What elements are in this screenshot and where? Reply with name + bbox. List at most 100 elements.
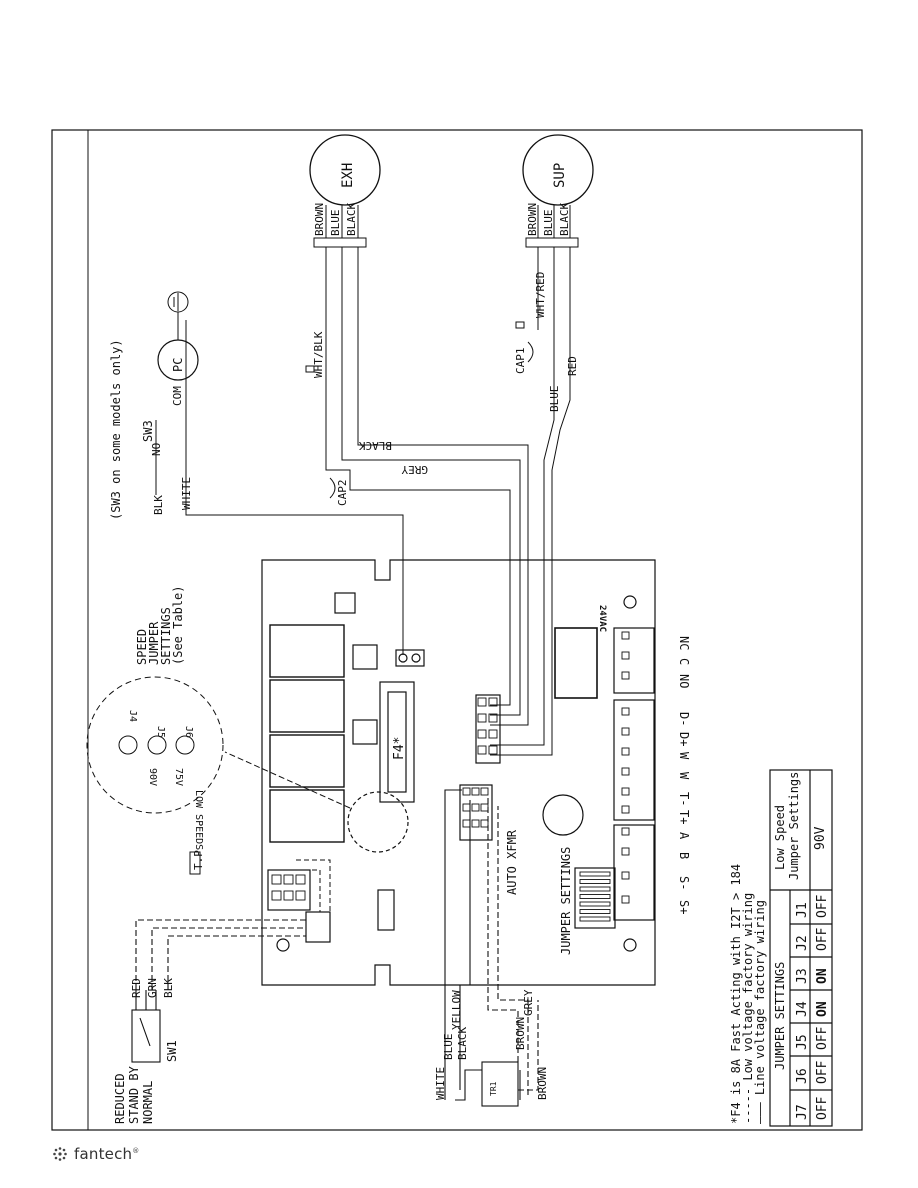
xfmr-wire-black: BLACK bbox=[456, 1027, 469, 1060]
header-pad-1-0 bbox=[477, 713, 487, 723]
jumper-table-header-j7: J7 bbox=[795, 1104, 810, 1120]
jumper-pin-4 bbox=[579, 901, 611, 907]
sw1-wire-grn: GRN bbox=[146, 978, 159, 998]
brand-name-text: fantech bbox=[74, 1145, 133, 1163]
xfmr-wire-yellow: YELLOW bbox=[450, 990, 463, 1030]
tp-marker bbox=[189, 851, 201, 875]
terminal-b-pad-2 bbox=[621, 871, 630, 880]
jumper-table-speed-subtitle: Jumper Settings bbox=[787, 772, 801, 880]
transformer-label: TR1 bbox=[489, 1081, 498, 1096]
xfmr-wire-white: WHITE bbox=[434, 1067, 447, 1100]
exh-wire-3: BLACK bbox=[345, 203, 358, 236]
header-pad-0-0 bbox=[477, 697, 487, 707]
sw1-pos-standby: STAND BY bbox=[127, 1065, 141, 1124]
terminal-b-1: A bbox=[677, 832, 691, 840]
sup-wire-2: BLUE bbox=[542, 210, 555, 237]
jumper-table-value-j2: OFF bbox=[815, 927, 830, 951]
relay-pad-2 bbox=[621, 671, 630, 680]
brand-logo: fantech® bbox=[52, 1145, 139, 1163]
xfmr-pad-0-2 bbox=[480, 787, 489, 796]
sw1-pos-reduced: REDUCED bbox=[113, 1073, 127, 1124]
ac24-label: 24VAC bbox=[597, 605, 607, 632]
sw3-label: SW3 bbox=[141, 420, 155, 442]
sw3-no: NO bbox=[150, 443, 163, 456]
xfmr-wire-blue: BLUE bbox=[442, 1034, 455, 1061]
wire-label-cap2: CAP2 bbox=[336, 480, 349, 507]
jumper-pin-5 bbox=[579, 909, 611, 914]
conn-pad-2-1 bbox=[295, 890, 306, 901]
jumper-table-value-j3: ON bbox=[815, 968, 830, 984]
terminal-a-6: T+ bbox=[677, 810, 691, 824]
jumper-table bbox=[769, 769, 833, 1127]
terminal-a-4: W bbox=[677, 772, 691, 780]
jumper-table-value-j7: OFF bbox=[815, 1096, 830, 1120]
jumper-table-header-j6: J6 bbox=[795, 1068, 810, 1084]
jumper-table-value-j6: OFF bbox=[815, 1060, 830, 1084]
exh-wire-1: BROWN bbox=[313, 203, 326, 236]
relay-pad-0 bbox=[621, 631, 630, 640]
jumper-settings-board-label: JUMPER SETTINGS bbox=[559, 847, 573, 955]
xfmr-pad-0-0 bbox=[462, 787, 471, 796]
wire-label-wht-red: WHT/RED bbox=[534, 272, 547, 318]
speed-voltage-90: 90V bbox=[147, 768, 158, 786]
xfmr-wire-grey: GREY bbox=[522, 989, 535, 1016]
jumper-table-header-j2: J2 bbox=[795, 935, 810, 951]
relay-pad-1 bbox=[621, 651, 630, 660]
wire-label-grey: GREY bbox=[401, 463, 428, 476]
fuse-note: *F4 is 8A Fast Acting with I2T > 184 bbox=[729, 864, 743, 1124]
speed-jumper-title-1: SPEED bbox=[135, 629, 149, 665]
exhaust-motor: EXH BROWN BLUE BLACK bbox=[309, 134, 381, 248]
sw1-wire-red: RED bbox=[130, 978, 143, 998]
sw3-note: (SW3 on some models only) bbox=[109, 339, 123, 520]
speed-jumper-j5: J5 bbox=[155, 726, 166, 738]
conn-pad-1-0 bbox=[283, 874, 294, 885]
conn-pad-1-1 bbox=[283, 890, 294, 901]
speed-jumper-j4: J4 bbox=[127, 710, 138, 722]
jumper-table-title: JUMPER SETTINGS bbox=[773, 962, 787, 1070]
speed-jumper-title-4: (See Table) bbox=[171, 586, 185, 665]
jumper-table-header-j3: J3 bbox=[795, 968, 810, 984]
pc-label: PC bbox=[171, 358, 185, 372]
pressure-control: PC bbox=[157, 291, 199, 381]
conn-pad-2-0 bbox=[295, 874, 306, 885]
terminal-a-pad-4 bbox=[621, 787, 630, 796]
speed-jumper-title-2: JUMPER bbox=[147, 621, 161, 665]
terminal-b-pad-1 bbox=[621, 847, 630, 856]
terminal-a-pad-3 bbox=[621, 767, 630, 776]
terminal-a-2: D+ bbox=[677, 732, 691, 746]
header-pad-2-0 bbox=[477, 729, 487, 739]
relay-terminal-no: NO bbox=[677, 674, 691, 688]
xfmr-pad-1-1 bbox=[471, 803, 480, 812]
sw1-wire-blk: BLK bbox=[162, 978, 175, 998]
jumper-table-value-j1: OFF bbox=[815, 894, 830, 918]
xfmr-pad-2-0 bbox=[462, 819, 471, 828]
header-pad-1-1 bbox=[488, 713, 498, 723]
terminal-b-2: B bbox=[677, 852, 691, 859]
wire-label-white: WHITE bbox=[180, 477, 193, 510]
exh-wire-2: BLUE bbox=[329, 210, 342, 237]
motor-wiring bbox=[155, 247, 571, 756]
sup-wire-3: BLACK bbox=[558, 203, 571, 236]
jumper-table-speed-value: 90V bbox=[813, 826, 828, 850]
low-speeds-label: LOW SPEEDS bbox=[193, 790, 204, 850]
jumper-pin-1 bbox=[579, 879, 611, 884]
tp-label: T.P bbox=[192, 850, 205, 870]
xfmr-wire-brown-2: BROWN bbox=[536, 1067, 549, 1100]
wire-label-red: RED bbox=[566, 356, 579, 376]
terminal-b-pad-0 bbox=[621, 827, 630, 836]
low-voltage-note: ----- Low voltage factory wiring bbox=[741, 893, 755, 1124]
xfmr-pad-2-1 bbox=[471, 819, 480, 828]
terminal-a-3: W bbox=[677, 752, 691, 760]
supply-motor-label: SUP bbox=[552, 163, 568, 188]
jumper-pin-3 bbox=[579, 894, 611, 899]
sw3-com: COM bbox=[171, 386, 184, 406]
sw1-pos-normal: NORMAL bbox=[141, 1081, 155, 1124]
board-link-wires bbox=[296, 859, 331, 912]
jumper-table-value-j4: ON bbox=[815, 1001, 830, 1017]
jumper-pin-0 bbox=[579, 871, 611, 877]
fantech-logo-icon bbox=[53, 1147, 67, 1161]
jumper-pin-6 bbox=[579, 916, 611, 922]
exhaust-motor-label: EXH bbox=[340, 163, 356, 188]
